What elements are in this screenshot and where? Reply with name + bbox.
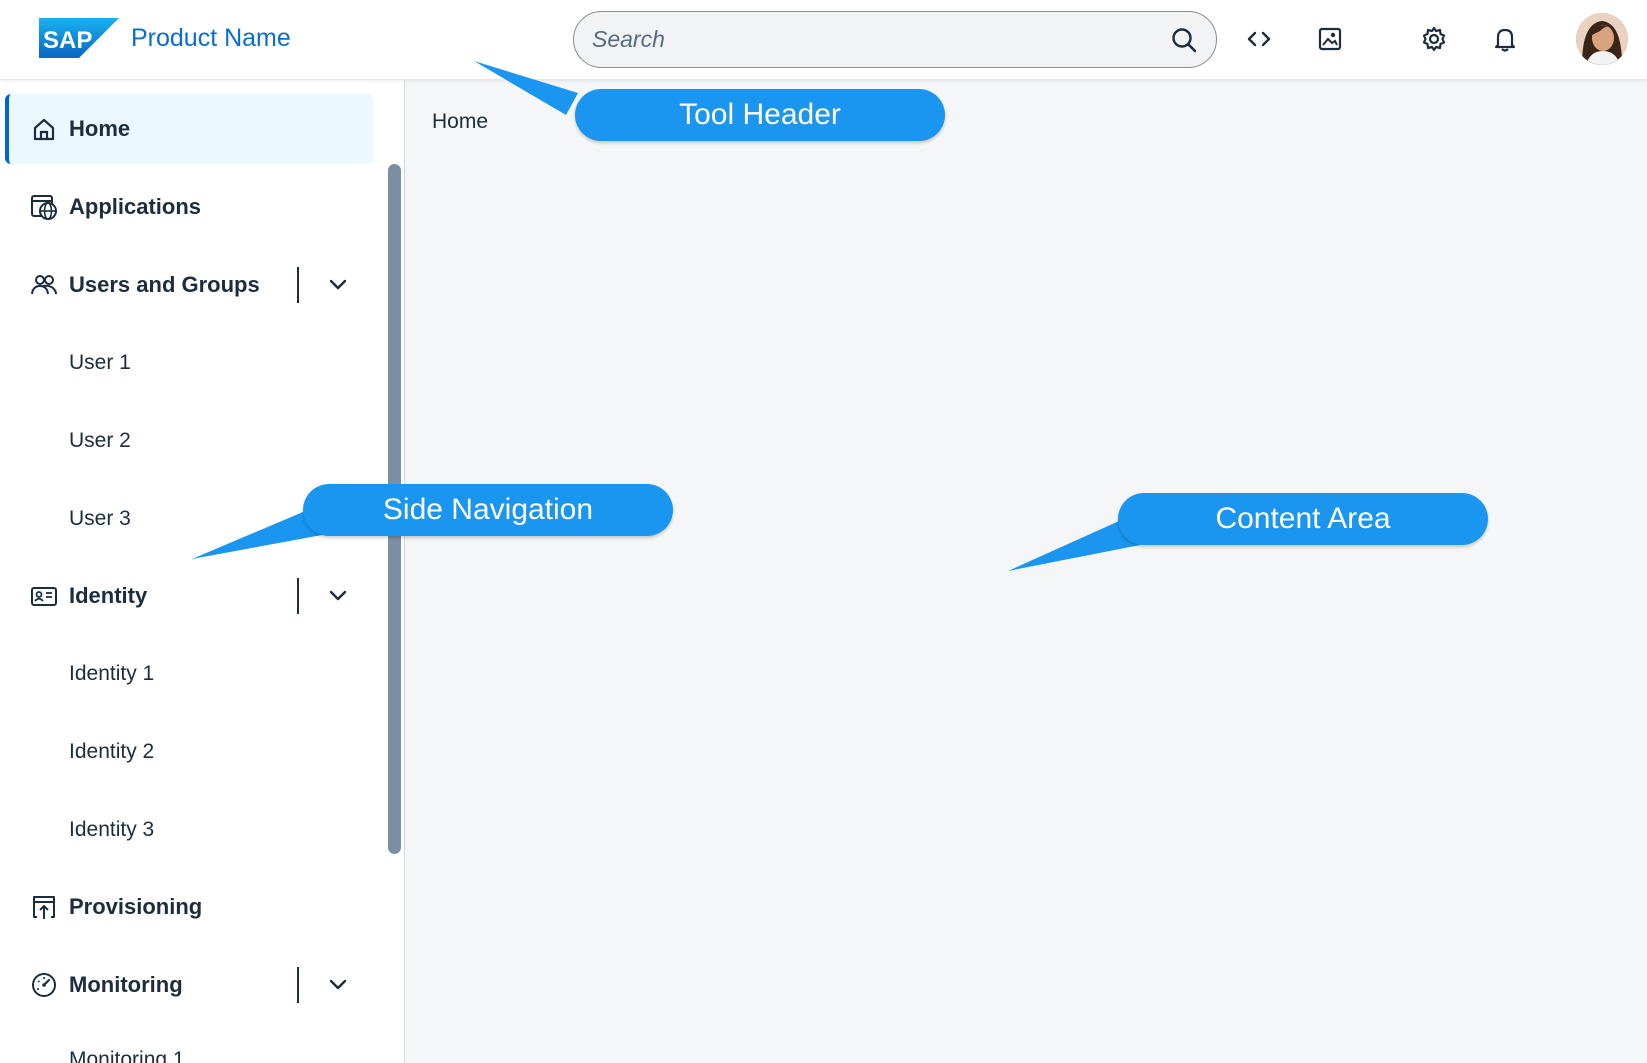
search-icon[interactable] [1170, 26, 1198, 54]
breadcrumb[interactable]: Home [432, 110, 489, 133]
sap-logo[interactable]: SAP [39, 18, 119, 58]
callout-pointer [192, 509, 322, 559]
product-name[interactable]: Product Name [131, 24, 291, 52]
callout-side-navigation: Side Navigation [303, 484, 673, 536]
divider [297, 267, 299, 303]
callout-pointer [474, 61, 578, 115]
sidebar-subitem-label: User 3 [69, 507, 131, 530]
gear-icon[interactable] [1419, 24, 1449, 54]
chevron-down-icon[interactable] [323, 581, 353, 611]
globe-window-icon [29, 192, 59, 222]
sidebar-item-applications[interactable]: Applications [5, 172, 373, 242]
sidebar-item-users-and-groups[interactable]: Users and Groups [5, 250, 373, 320]
id-card-icon [29, 581, 59, 611]
sidebar-subitem-label: User 2 [69, 429, 131, 452]
image-icon[interactable] [1315, 24, 1345, 54]
sidebar-subitem-identity-2[interactable]: Identity 2 [5, 717, 373, 787]
provisioning-icon [29, 892, 59, 922]
sidebar-item-home[interactable]: Home [5, 94, 373, 164]
code-icon[interactable] [1244, 24, 1274, 54]
callout-tool-header: Tool Header [575, 89, 945, 141]
svg-text:SAP: SAP [43, 27, 92, 54]
sidebar-subitem-identity-1[interactable]: Identity 1 [5, 639, 373, 709]
callout-content-area: Content Area [1118, 493, 1488, 545]
sidebar-subitem-identity-3[interactable]: Identity 3 [5, 795, 373, 865]
sidebar-subitem-label: User 1 [69, 351, 131, 374]
sidebar-item-label: Users and Groups [69, 272, 260, 297]
sidebar-subitem-label: Identity 1 [69, 662, 155, 685]
sidebar-item-monitoring[interactable]: Monitoring [5, 950, 373, 1020]
side-navigation: Home Applications Users and Groups [0, 80, 405, 1063]
sidebar-item-label: Home [69, 116, 131, 141]
sidebar-item-label: Applications [69, 194, 202, 219]
chevron-down-icon[interactable] [323, 270, 353, 300]
sidebar-item-provisioning[interactable]: Provisioning [5, 872, 373, 942]
sidebar-subitem-label: Identity 3 [69, 818, 155, 841]
sidebar-subitem-user-3[interactable]: User 3 [5, 484, 373, 554]
search-field[interactable] [573, 11, 1217, 68]
sidebar-item-label: Provisioning [69, 894, 203, 919]
divider [297, 578, 299, 614]
bell-icon[interactable] [1490, 24, 1520, 54]
home-icon [29, 114, 59, 144]
sidebar-subitem-label: Monitoring 1 [69, 1048, 185, 1063]
users-icon [29, 270, 59, 300]
chevron-down-icon[interactable] [323, 970, 353, 1000]
sidebar-subitem-user-2[interactable]: User 2 [5, 406, 373, 476]
callout-pointer [1008, 517, 1140, 571]
tool-header: SAP Product Name [0, 0, 1647, 80]
sidebar-item-identity[interactable]: Identity [5, 561, 373, 631]
avatar[interactable] [1576, 13, 1628, 65]
sidebar-item-label: Identity [69, 583, 148, 608]
sidebar-subitem-monitoring-1[interactable]: Monitoring 1 [5, 1025, 373, 1063]
divider [297, 967, 299, 1003]
sidebar-subitem-label: Identity 2 [69, 740, 155, 763]
sidebar-item-label: Monitoring [69, 972, 183, 997]
gauge-icon [29, 970, 59, 1000]
search-input[interactable] [592, 12, 1152, 67]
sidebar-subitem-user-1[interactable]: User 1 [5, 328, 373, 398]
